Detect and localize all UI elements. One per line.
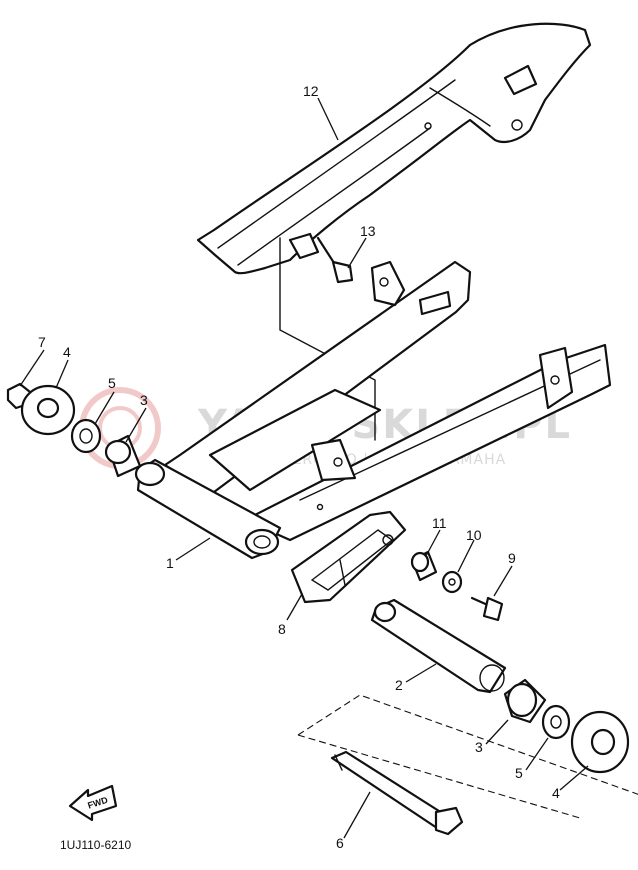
part-13-bolt (316, 236, 354, 284)
fwd-arrow-icon: FWD (68, 784, 118, 822)
callout-1: 1 (166, 555, 174, 571)
part-4-oil-seal-left (20, 384, 76, 436)
part-3-collar-left (104, 434, 142, 478)
callout-12: 12 (303, 83, 319, 99)
callout-4-left: 4 (63, 344, 71, 360)
part-5-washer-right (541, 704, 571, 740)
callout-11: 11 (432, 515, 447, 531)
part-5-washer-left (70, 418, 102, 454)
callout-5-left: 5 (108, 375, 116, 391)
callout-4-right: 4 (552, 785, 560, 801)
part-11-bush (410, 550, 438, 582)
part-1-swingarm (134, 260, 612, 560)
part-6-pivot-bolt (330, 750, 464, 836)
callout-9: 9 (508, 550, 516, 566)
part-9-bolt (470, 596, 504, 622)
callout-3-right: 3 (475, 739, 483, 755)
callout-7: 7 (38, 334, 46, 350)
callout-5-right: 5 (515, 765, 523, 781)
callout-13: 13 (360, 223, 376, 239)
callout-2: 2 (395, 677, 403, 693)
callout-3-left: 3 (140, 392, 148, 408)
callout-6: 6 (336, 835, 344, 851)
part-10-washer (441, 570, 463, 594)
leader-lines (19, 97, 589, 839)
drawing-code: 1UJ110-6210 (60, 838, 131, 852)
part-4-oil-seal-right (570, 710, 630, 774)
part-3-collar-right (503, 678, 547, 724)
callout-10: 10 (466, 527, 482, 543)
callout-8: 8 (278, 621, 286, 637)
part-2-pivot-collar (370, 598, 507, 694)
part-12-chain-guard (196, 22, 592, 275)
callouts: 7 4 5 3 1 12 13 8 11 10 9 2 3 5 4 6 (38, 83, 560, 851)
part-8-chain-slider (290, 510, 407, 604)
